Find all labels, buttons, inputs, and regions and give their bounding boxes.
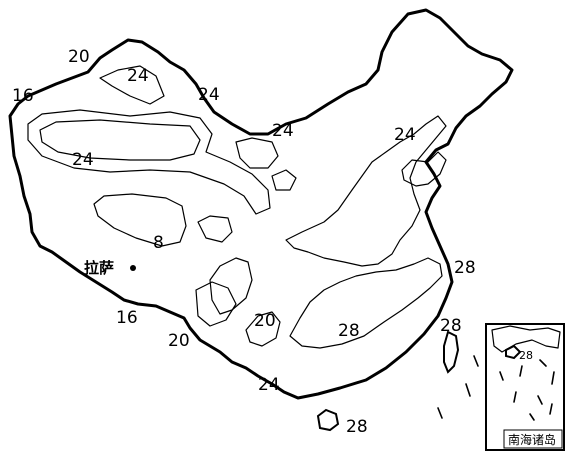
isoline-label-guangxi-24: 24 <box>258 375 280 395</box>
isoline-label-ne-24-b: 24 <box>394 125 416 145</box>
isoline-junggar <box>99 65 165 105</box>
city-lhasa: 拉萨 <box>84 259 136 277</box>
isoline-labels: 20 24 16 24 24 24 24 8 28 28 16 20 20 28… <box>12 47 476 437</box>
isoline-label-east-28: 28 <box>454 258 476 278</box>
taiwan-island <box>443 330 460 374</box>
city-label: 拉萨 <box>84 259 114 277</box>
isoline-label-tarim-24: 24 <box>72 150 94 170</box>
inset-title-box <box>503 429 563 449</box>
isoline-south-china <box>289 257 443 349</box>
sea-boundary-dashes <box>437 355 479 419</box>
isoline-label-nw-20: 20 <box>68 47 90 67</box>
city-dot <box>130 265 136 271</box>
isoline-yunnan-inner <box>245 311 281 347</box>
hainan-island <box>316 408 340 432</box>
isoline-plateau-small <box>197 215 233 243</box>
isoline-bohai <box>401 151 447 187</box>
isoline-label-sw-20: 20 <box>168 331 190 351</box>
isoline-north-basin <box>235 137 279 169</box>
isoline-yunnan <box>209 257 253 315</box>
south-china-sea-inset: 28 南海诸岛 <box>485 323 565 451</box>
inset-hainan <box>505 344 522 360</box>
isoline-label-north-24: 24 <box>272 121 294 141</box>
isoline-label-taiwan-28: 28 <box>440 316 462 336</box>
isotherm-lines <box>27 65 447 349</box>
isoline-label-ne-24-a: 24 <box>198 85 220 105</box>
isoline-label-west-16: 16 <box>12 86 34 106</box>
isoline-label-nw-24: 24 <box>127 66 149 86</box>
isoline-west-ridge <box>195 281 237 327</box>
isoline-label-plateau-8: 8 <box>153 233 164 253</box>
isoline-tarim-inner <box>39 119 201 161</box>
isoline-label-hainan-28: 28 <box>346 417 368 437</box>
china-border <box>8 8 514 400</box>
inset-coast <box>491 325 561 353</box>
isoline-north-china <box>285 115 447 267</box>
isoline-hetao <box>271 169 297 191</box>
isoline-label-yunnan-20: 20 <box>254 311 276 331</box>
inset-isoline-label: 28 <box>519 349 533 362</box>
isoline-plateau-8 <box>93 193 187 247</box>
isoline-label-south-28: 28 <box>338 321 360 341</box>
inset-title: 南海诸岛 <box>508 432 556 447</box>
isoline-tarim-outer <box>27 109 271 215</box>
inset-frame <box>485 323 565 451</box>
isoline-label-sw-16: 16 <box>116 308 138 328</box>
